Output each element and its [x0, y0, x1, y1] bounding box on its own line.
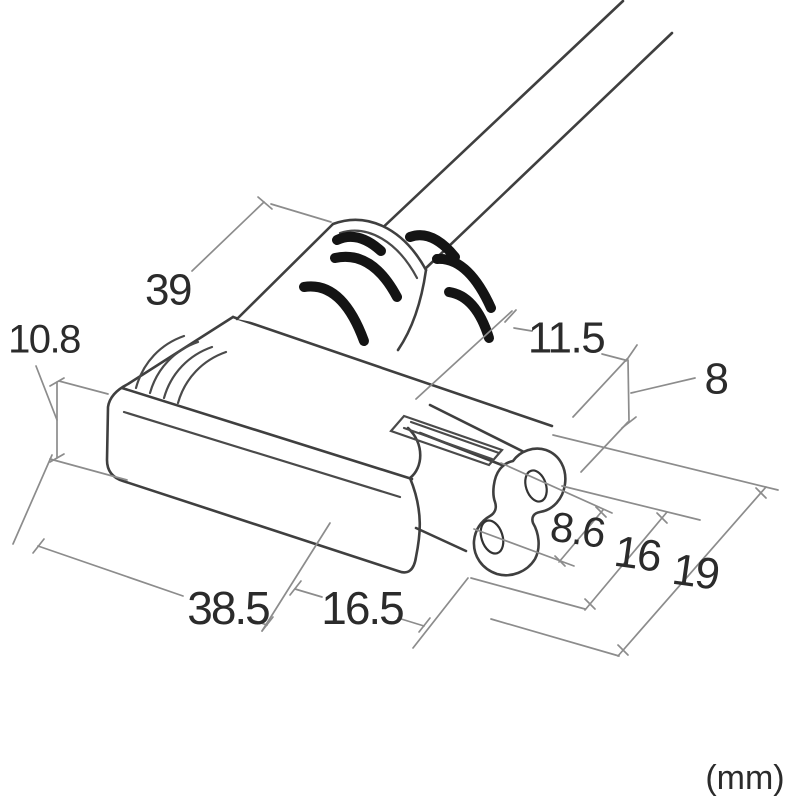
dim-label-10-8: 10.8 — [8, 318, 80, 362]
dim-19-lines — [490, 434, 779, 657]
grip-ridges-icon — [134, 334, 228, 405]
figure8-face — [472, 447, 567, 577]
dim-label-11-5: 11.5 — [528, 314, 604, 363]
connector-nose — [389, 403, 536, 553]
sleeve-rim-outer — [331, 218, 428, 272]
pin-hole-lower — [479, 519, 505, 555]
connector-body — [105, 315, 560, 574]
dim-16-lines — [470, 485, 701, 611]
unit-label-mm: (mm) — [705, 759, 784, 797]
body-far-edge — [231, 315, 554, 428]
dim-label-39: 39 — [145, 266, 191, 315]
sleeve-rim-inner — [338, 229, 419, 280]
nose-bottom-edge — [414, 526, 468, 553]
body-front-top-edge — [120, 386, 414, 481]
strain-relief-ribs — [299, 230, 496, 346]
sleeve-right-edge — [396, 268, 428, 352]
dim-label-38-5: 38.5 — [187, 582, 269, 634]
sleeve-left-edge — [235, 222, 335, 321]
dim-10-8-lines — [35, 365, 128, 481]
power-cable — [375, 0, 674, 271]
dim-label-16: 16 — [611, 527, 663, 582]
dimension-lines — [12, 309, 779, 657]
dim-label-19: 19 — [669, 545, 721, 600]
dim-39-lines — [191, 196, 332, 272]
dim-16-5-lines — [289, 577, 469, 649]
dimension-labels: 39 10.8 11.5 8 8.6 16 19 38.5 16.5 (mm) — [8, 266, 785, 797]
body-crease — [122, 410, 402, 499]
nose-top-edge — [428, 403, 536, 459]
strain-relief — [235, 218, 496, 352]
dim-label-8-6: 8.6 — [548, 503, 608, 557]
dim-label-8: 8 — [705, 355, 728, 404]
dim-38-5-lines — [12, 454, 331, 632]
dim-label-16-5: 16.5 — [321, 582, 403, 634]
top-slot — [389, 414, 504, 467]
dim-8-6-lines — [473, 462, 613, 567]
dim-11-5-lines — [415, 309, 638, 418]
